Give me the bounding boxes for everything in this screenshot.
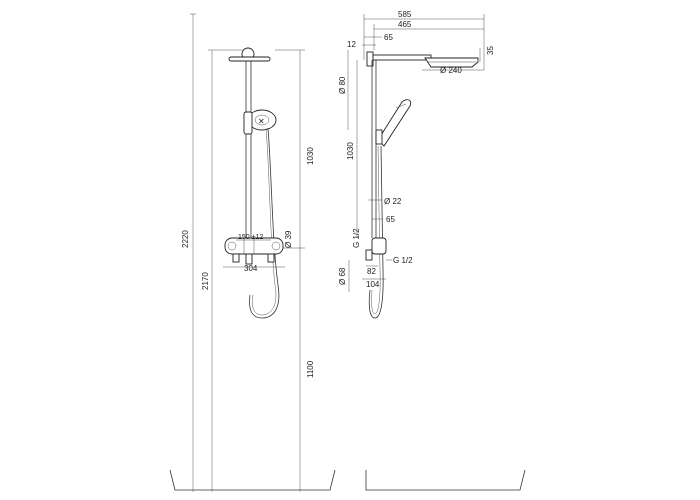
front-dim-thermostat-width: 304: [244, 264, 258, 273]
front-hose: [249, 127, 280, 319]
side-dim-inlet-thread-right: G 1/2: [393, 256, 413, 265]
side-overhead-arm: [372, 54, 432, 61]
side-overhead-head: [424, 57, 479, 68]
front-outlet: [245, 253, 253, 265]
front-dim-body-diameter: Ø 39: [284, 230, 293, 248]
side-hand-holder: [375, 129, 383, 145]
front-dim-total-height: 2220: [181, 230, 190, 248]
side-inlet-flange: [365, 249, 373, 261]
front-view: 2220 2170 1030 1100 ✕ 150 ±12: [169, 13, 336, 492]
front-inlet-right: [267, 253, 275, 263]
side-hose-inner: [371, 145, 381, 315]
front-hand-holder: [243, 111, 253, 135]
side-hand-shower-detail: [395, 103, 407, 109]
front-hose-inner: [252, 127, 277, 316]
side-dim-flange-diameter: Ø 68: [338, 267, 347, 285]
side-view: 585 465 65 12 35 Ø 240: [338, 10, 526, 491]
front-thermostat-knob-right: [271, 241, 281, 251]
side-dim-rail-diameter: Ø 22: [384, 197, 402, 206]
side-dim-rail-offset: 65: [384, 33, 393, 42]
side-dim-inlet-thread-left: G 1/2: [352, 228, 361, 248]
side-dim-arm-total: 585: [398, 10, 412, 19]
side-dim-wall-flange: Ø 80: [338, 76, 347, 94]
side-dim-depth-104: 104: [366, 280, 380, 289]
front-dim-mount-height: 2170: [201, 272, 210, 290]
front-inlet-left: [232, 253, 240, 263]
side-dim-head-diameter: Ø 240: [440, 66, 462, 75]
front-dim-inlet-centers: 150 ±12: [238, 234, 263, 241]
side-thermostat: [371, 237, 387, 255]
front-overhead-head: [228, 56, 271, 62]
front-dim-rail-length: 1030: [306, 147, 315, 165]
side-dim-top-offset: 12: [347, 40, 356, 49]
side-dim-hand-offset: 65: [386, 215, 395, 224]
front-dim-thermostat-height: 1100: [306, 360, 315, 378]
side-hand-shower: [377, 99, 412, 147]
front-thermostat-knob-left: [227, 241, 237, 251]
side-floor-line: [365, 469, 526, 491]
side-dim-head-thickness: 35: [486, 46, 495, 55]
front-hand-shower-mark: ✕: [258, 117, 265, 126]
front-hand-shower-face: [254, 114, 270, 126]
side-dim-arm-reach: 465: [398, 20, 412, 29]
side-dim-depth-82: 82: [367, 267, 376, 276]
front-floor-line: [169, 469, 336, 491]
side-hose: [368, 145, 384, 319]
side-dim-rail-length: 1030: [346, 142, 355, 160]
